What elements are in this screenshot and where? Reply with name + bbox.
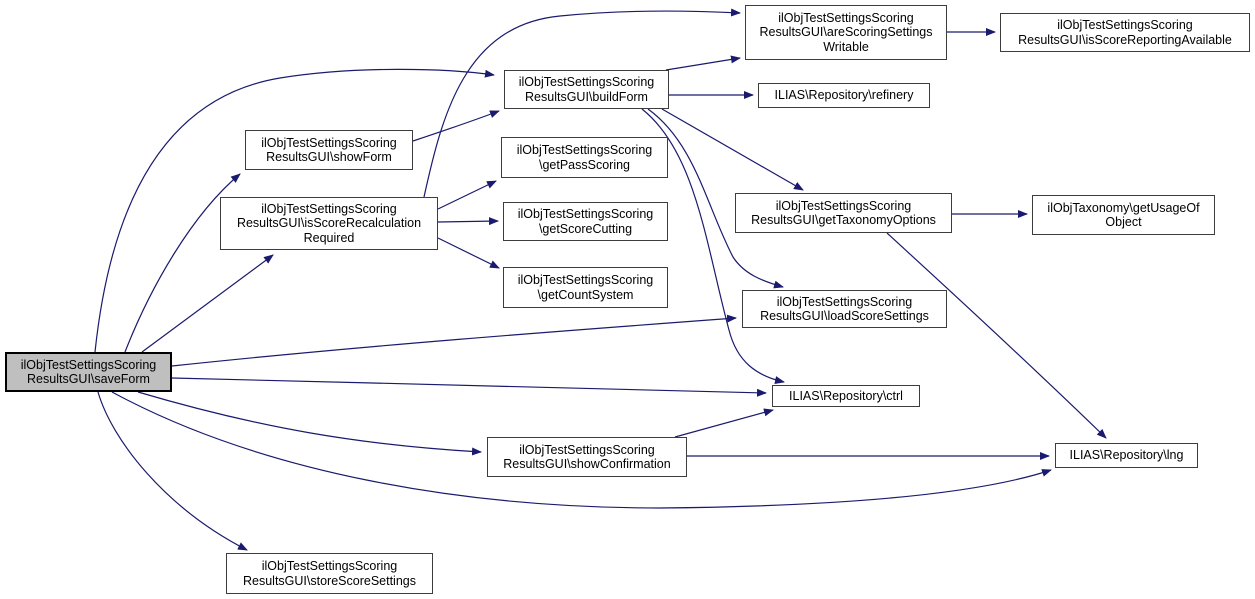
edge-showForm-buildForm [412,110,500,142]
edge-saveForm-showForm [124,173,241,353]
node-areScoringSettingsWritable[interactable]: ilObjTestSettingsScoring ResultsGUI\areS… [745,5,947,60]
node-getTaxonomyOptions[interactable]: ilObjTestSettingsScoring ResultsGUI\getT… [735,193,952,233]
node-getUsageOfObject[interactable]: ilObjTaxonomy\getUsageOf Object [1032,195,1215,235]
node-saveForm-label: ilObjTestSettingsScoring ResultsGUI\save… [20,357,157,386]
edge-getTaxonomyOptions-lng [886,232,1107,439]
edge-isScoreRecalculationRequired-getCountSystem [437,237,500,269]
edge-saveForm-showConfirmation [137,391,482,456]
node-showConfirmation[interactable]: ilObjTestSettingsScoring ResultsGUI\show… [487,437,687,477]
node-ctrl-label: ILIAS\Repository\ctrl [789,388,903,403]
edge-buildForm-loadScoreSettings [647,108,784,289]
node-ctrl[interactable]: ILIAS\Repository\ctrl [772,385,920,407]
node-getCountSystem-label: ilObjTestSettingsScoring \getCountSystem [517,273,654,302]
node-areScoringSettingsWritable-label: ilObjTestSettingsScoring ResultsGUI\areS… [759,11,933,54]
node-getPassScoring-label: ilObjTestSettingsScoring \getPassScoring [516,143,653,172]
edge-saveForm-loadScoreSettings [171,314,737,367]
edge-isScoreRecalculationRequired-areScoringSettingsWritable [423,8,741,198]
node-showConfirmation-label: ilObjTestSettingsScoring ResultsGUI\show… [503,442,671,471]
node-isScoreReportingAvailable[interactable]: ilObjTestSettingsScoring ResultsGUI\isSc… [1000,13,1250,52]
node-storeScoreSettings-label: ilObjTestSettingsScoring ResultsGUI\stor… [243,559,416,588]
edge-saveForm-ctrl [171,377,767,397]
node-loadScoreSettings[interactable]: ilObjTestSettingsScoring ResultsGUI\load… [742,290,947,328]
node-getScoreCutting[interactable]: ilObjTestSettingsScoring \getScoreCuttin… [503,202,668,241]
node-showForm-label: ilObjTestSettingsScoring ResultsGUI\show… [261,135,397,164]
edge-isScoreRecalculationRequired-getPassScoring [437,180,497,210]
node-buildForm-label: ilObjTestSettingsScoring ResultsGUI\buil… [518,75,655,104]
edge-showConfirmation-ctrl [674,408,774,438]
node-loadScoreSettings-label: ilObjTestSettingsScoring ResultsGUI\load… [760,294,929,323]
edge-buildForm-areScoringSettingsWritable [665,55,741,71]
edge-saveForm-isScoreRecalculationRequired [141,254,274,353]
edge-saveForm-lng [111,391,1052,509]
node-isScoreReportingAvailable-label: ilObjTestSettingsScoring ResultsGUI\isSc… [1018,18,1232,47]
node-saveForm[interactable]: ilObjTestSettingsScoring ResultsGUI\save… [5,352,172,392]
node-lng[interactable]: ILIAS\Repository\lng [1055,443,1198,468]
node-getTaxonomyOptions-label: ilObjTestSettingsScoring ResultsGUI\getT… [751,198,936,227]
edge-buildForm-ctrl [641,108,785,384]
edge-buildForm-getTaxonomyOptions [661,108,804,191]
node-storeScoreSettings[interactable]: ilObjTestSettingsScoring ResultsGUI\stor… [226,553,433,594]
edge-isScoreRecalculationRequired-getScoreCutting [437,217,499,226]
node-isScoreRecalculationRequired[interactable]: ilObjTestSettingsScoring ResultsGUI\isSc… [220,197,438,250]
node-showForm[interactable]: ilObjTestSettingsScoring ResultsGUI\show… [245,130,413,170]
edge-saveForm-storeScoreSettings [97,391,248,551]
node-getUsageOfObject-label: ilObjTaxonomy\getUsageOf Object [1047,200,1200,229]
node-buildForm[interactable]: ilObjTestSettingsScoring ResultsGUI\buil… [504,70,669,109]
node-getCountSystem[interactable]: ilObjTestSettingsScoring \getCountSystem [503,267,668,308]
edge-saveForm-buildForm [94,68,495,353]
node-refinery[interactable]: ILIAS\Repository\refinery [758,83,930,108]
node-getPassScoring[interactable]: ilObjTestSettingsScoring \getPassScoring [501,137,668,178]
node-refinery-label: ILIAS\Repository\refinery [774,88,914,103]
node-getScoreCutting-label: ilObjTestSettingsScoring \getScoreCuttin… [517,207,654,236]
node-lng-label: ILIAS\Repository\lng [1069,448,1184,463]
node-isScoreRecalculationRequired-label: ilObjTestSettingsScoring ResultsGUI\isSc… [236,202,422,245]
